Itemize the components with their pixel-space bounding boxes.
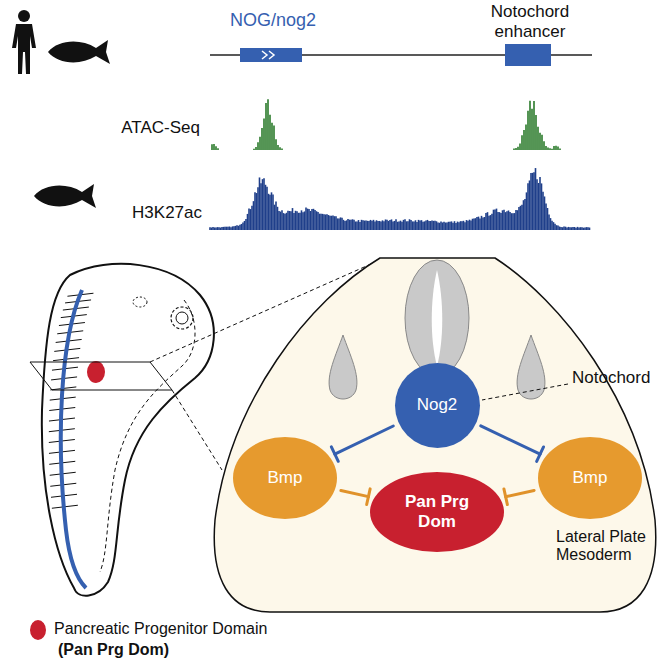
domain-label: Pancreatic Progenitor Domain	[54, 620, 267, 638]
node-text: Bmp	[573, 468, 608, 488]
track-label: ATAC-Seq	[70, 118, 200, 138]
structure-label: Notochord	[572, 368, 650, 388]
human-silhouette	[12, 10, 36, 74]
h3k27ac-signal	[210, 168, 590, 230]
inhibition-connector	[341, 489, 370, 505]
pancreatic-domain: Pan Prg Dom	[370, 472, 504, 552]
bmp-domain: Bmp	[538, 437, 642, 519]
atac-signal	[212, 99, 560, 150]
domain-swatch	[30, 620, 46, 640]
leader-line	[482, 384, 568, 400]
inhibition-connector	[481, 426, 544, 462]
strand-arrow	[269, 51, 274, 59]
node-text: Pan Prg Dom	[404, 492, 470, 531]
node-text: Bmp	[268, 468, 303, 488]
domain-label: (Pan Prg Dom)	[58, 641, 169, 659]
enhancer-box	[505, 44, 551, 66]
enhancer-label: Notochord enhancer	[470, 2, 590, 41]
strand-arrow	[262, 51, 267, 59]
gene-box	[240, 48, 302, 62]
node-text: Nog2	[417, 395, 458, 415]
inhibition-connector	[504, 489, 534, 505]
inhibition-connector	[331, 426, 393, 461]
track-label: H3K27ac	[100, 203, 202, 223]
structure-label: Lateral Plate Mesoderm	[556, 528, 656, 565]
gene-name: NOG/nog2	[230, 10, 316, 31]
fish-silhouette	[34, 184, 96, 208]
cross-section	[214, 258, 656, 612]
notochord-circle: Nog2	[395, 363, 480, 448]
bmp-domain: Bmp	[233, 437, 337, 519]
gene-box	[240, 52, 302, 58]
fish-silhouette	[48, 40, 110, 64]
